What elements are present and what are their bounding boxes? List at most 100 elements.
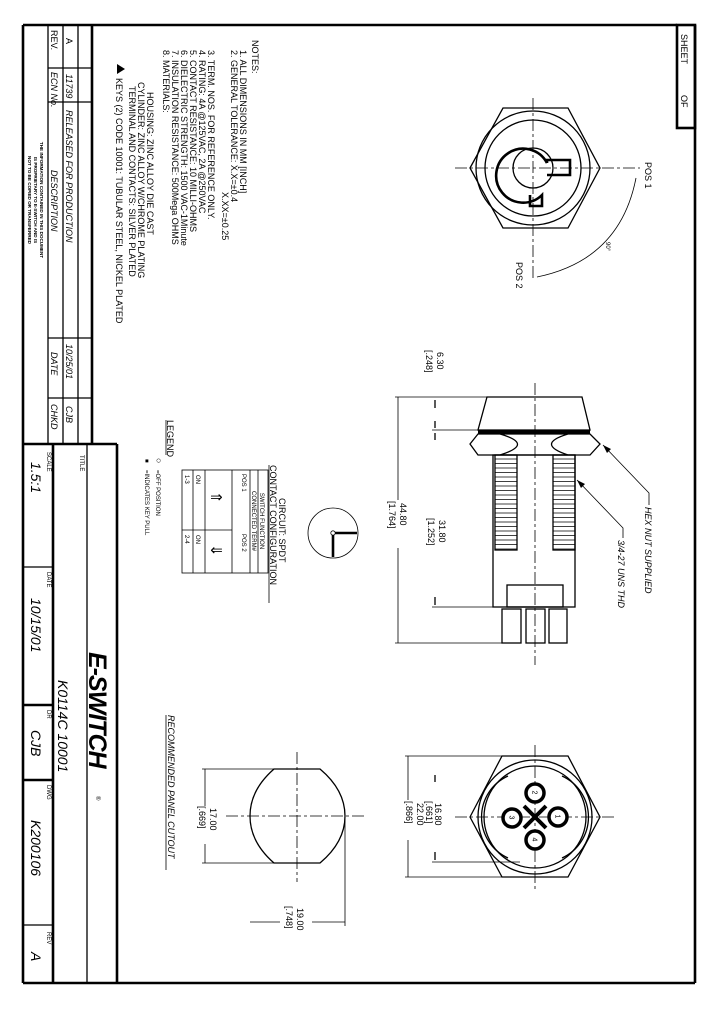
- note-1: 1. ALL DIMENSIONS IN MM [INCH]: [238, 50, 248, 193]
- dim-dia-mm: 19.00: [295, 908, 305, 931]
- note-8: 8. MATERIALS:: [161, 50, 171, 113]
- rotation-arc: [536, 177, 637, 278]
- terminal-pin: [525, 608, 546, 644]
- terminal-number: 1: [554, 815, 561, 819]
- chkd-value: CJB: [64, 406, 74, 423]
- front-view: POS 1 POS 2 90°: [455, 98, 653, 289]
- circuit-diagram: CIRCUIT: SPDT CONTACT CONFIGURATION: [268, 465, 359, 603]
- pos1-terms: 1-3: [183, 475, 189, 484]
- panel-cutout: 17.00 [.669] 19.00 [.748] RECOMMENDED PA…: [165, 715, 364, 931]
- legend-key-pull: =INDICATES KEY PULL: [143, 470, 149, 536]
- contact-table: SWITCH FUNCTION CONNECTED TERM# POS 1 PO…: [181, 469, 269, 574]
- ecn-value: 11739: [64, 74, 74, 98]
- hex-nut: [469, 433, 601, 456]
- dim-overall-mm: 44.80: [398, 503, 408, 526]
- drawing-title: K0114C 10001: [55, 680, 71, 772]
- dim-flats-inch: [.669]: [197, 806, 207, 829]
- legend-off-position: =OFF POSITION: [154, 470, 160, 516]
- date-value: 10/25/01: [64, 344, 74, 379]
- note-2-tolerance: X.XX=±0.25: [220, 192, 230, 240]
- terminal-number: 2: [531, 791, 538, 795]
- pos2-label: POS 2: [514, 262, 524, 289]
- pos1-label: POS 1: [643, 162, 653, 189]
- rev-label: REV: [45, 932, 51, 944]
- description-header: DESCRIPTION: [49, 170, 59, 232]
- description-value: RELEASED FOR PRODUCTION: [64, 110, 74, 243]
- notes-heading: NOTES:: [250, 40, 260, 74]
- title-label: TITLE: [78, 455, 84, 471]
- key-pull-icon: ■: [143, 459, 149, 463]
- note-7: 7. INSULATION RESISTANCE: 500Mega OHMS: [170, 50, 180, 245]
- side-view: 6.30 [.248] 31.80 [1.252] 44.80 [1.764] …: [387, 350, 653, 665]
- arrow-down-icon: ⇓: [207, 544, 224, 557]
- pos2-state: ON: [194, 535, 200, 544]
- contact-config-heading: CONTACT CONFIGURATION: [268, 465, 278, 585]
- hex-nut-callout: HEX NUT SUPPLIED: [643, 507, 653, 594]
- pos2-terms: 2-4: [183, 535, 189, 544]
- dim-inner-inch: [.661]: [424, 801, 434, 824]
- company-logo: E-SWITCH: [83, 652, 111, 770]
- note-6: 6. DIELECTRIC STRENGTH: 1500 VAC-1Minute: [179, 50, 189, 246]
- material-cylinder: CYLINDER: ZINC ALLOY W/CHROME PLATING: [136, 82, 146, 278]
- dim-cap-inch: [.248]: [424, 350, 434, 373]
- dim-flats-mm: 17.00: [208, 808, 218, 831]
- dim-dia-inch: [.748]: [284, 906, 294, 929]
- dr-label: DR: [45, 710, 51, 719]
- circuit-label: CIRCUIT: SPDT: [277, 498, 287, 563]
- legend-heading: LEGEND: [165, 420, 175, 458]
- of-label: OF: [679, 95, 689, 108]
- off-position-icon: ○: [154, 458, 164, 463]
- date-header: DATE: [49, 352, 59, 376]
- notes: NOTES: 1. ALL DIMENSIONS IN MM [INCH] 2.…: [114, 40, 260, 324]
- chkd-header: CHKD: [49, 404, 59, 430]
- dr-value: CJB: [28, 730, 44, 756]
- sheet-box: SHEET OF: [679, 34, 689, 108]
- panel-cutout-label: RECOMMENDED PANEL CUTOUT: [166, 715, 176, 860]
- note-5: 5. CONTACT RESISTANCE: 10 MILLI-OHMS: [188, 50, 198, 232]
- terminal-2: [524, 782, 546, 804]
- keys-note: KEYS (2) CODE 10001: TUBULAR STEEL, NICK…: [114, 78, 124, 324]
- terminal-number: 4: [531, 838, 538, 842]
- dwg-value: K200106: [28, 820, 44, 876]
- terminal-pin: [548, 608, 568, 644]
- angle-label: 90°: [604, 242, 610, 252]
- thread-right: [552, 454, 576, 551]
- keys-triangle-icon: [117, 64, 125, 74]
- drawing-frame: [21, 23, 697, 985]
- pos1-state: ON: [194, 475, 200, 484]
- scale-label: SCALE: [45, 452, 51, 472]
- terminal-1: [547, 806, 569, 828]
- rev-header: REV.: [49, 30, 59, 50]
- dwg-label: DWG: [45, 785, 51, 800]
- arrow-up-icon: ⇑: [207, 491, 224, 504]
- scale-value: 1.5:1: [28, 462, 44, 493]
- dim-overall-inch: [1.764]: [387, 501, 397, 529]
- connected-term-header: CONNECTED TERM#: [250, 491, 256, 552]
- key-cylinder: [494, 147, 549, 208]
- ecn-header: ECN No.: [49, 72, 59, 108]
- revision-table: REV. ECN No. DESCRIPTION DATE CHKD A 117…: [27, 25, 94, 444]
- title-block: TITLE K0114C 10001 E-SWITCH ® SCALE 1.5:…: [23, 442, 119, 983]
- material-terminal: TERMINAL AND CONTACTS: SILVER PLATED: [127, 86, 137, 277]
- thread-callout: 3/4-27 UNS THD: [616, 540, 626, 609]
- terminal-4: [524, 829, 546, 851]
- note-3: 3. TERM. NOS. FOR REFERENCE ONLY.: [206, 50, 216, 220]
- rev-value: A: [64, 38, 74, 44]
- pos1-header: POS 1: [240, 474, 246, 492]
- confidentiality-line-2: IS PROPRIETARY TO E-SWITCH AND IS: [33, 157, 38, 243]
- table-row: A 11739 RELEASED FOR PRODUCTION 10/25/01…: [64, 38, 74, 423]
- terminal-number: 3: [508, 816, 515, 820]
- confidentiality-line-1: THE INFORMATION CONTAINED IN THIS DOCUME…: [39, 142, 44, 258]
- dim-inner-mm: 16.80: [433, 803, 443, 826]
- note-4: 4. RATING: 4A @125VAC, 2A @250VAC: [197, 50, 207, 214]
- material-housing: HOUSING: ZINC ALLOY DIE CAST: [145, 92, 155, 235]
- terminal-pin: [501, 608, 522, 644]
- registered-mark: ®: [94, 796, 101, 801]
- sheet-label: SHEET: [679, 34, 689, 65]
- date-label: DATE: [45, 572, 51, 588]
- dim-cap-mm: 6.30: [435, 352, 445, 370]
- thread-left: [494, 454, 518, 551]
- dim-outer-inch: [.866]: [404, 801, 414, 824]
- dim-outer-mm: 22.00: [415, 803, 425, 826]
